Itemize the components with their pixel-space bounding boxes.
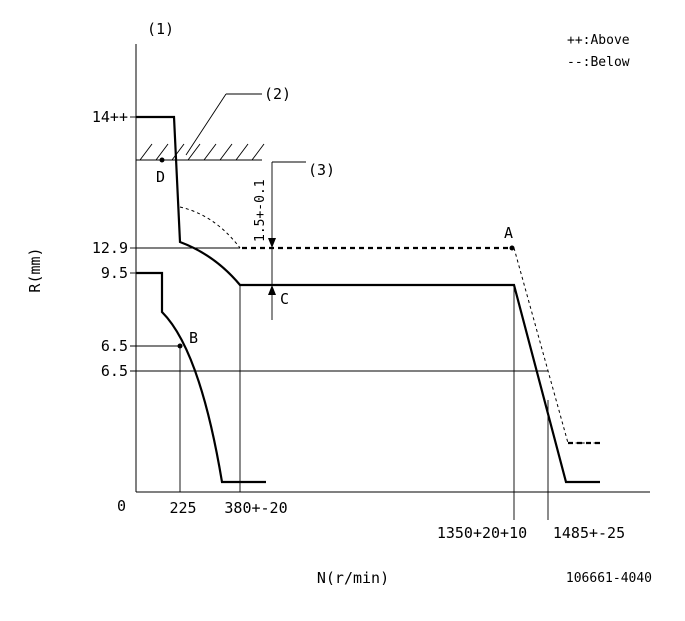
point-c-label: D — [156, 168, 165, 186]
y-tick-9-5: 9.5 — [101, 264, 128, 282]
callout-2-leader — [185, 93, 227, 156]
x-tick-380: 380+-20 — [224, 499, 287, 517]
y-tick-12-9: 12.9 — [92, 239, 128, 257]
point-a-label: A — [504, 224, 513, 242]
legend-above: ++:Above — [567, 33, 630, 48]
x-tick-1350: 1350+20+10 — [437, 524, 527, 542]
full-load-curve — [136, 115, 600, 484]
callout-3: (3) — [308, 161, 335, 179]
x-tick-1485: 1485+-25 — [553, 524, 625, 542]
legend-below: --:Below — [567, 55, 630, 70]
y-tick-14: 14++ — [92, 108, 128, 126]
y-tick-0: 0 — [117, 497, 126, 515]
axis-number-label: (1) — [147, 20, 174, 38]
stopper-hatching — [139, 143, 265, 161]
dashed-droop-curve — [513, 247, 600, 444]
y-tick-6-5-lower: 6.5 — [101, 362, 128, 380]
y-tick-6-5-upper: 6.5 — [101, 337, 128, 355]
point-c-marker — [159, 157, 165, 163]
point-b-label: B — [189, 329, 198, 347]
point-d-label: C — [280, 290, 289, 308]
dimension-value: 1.5+-0.1 — [253, 179, 268, 242]
idle-curve — [136, 271, 266, 484]
callout-2: (2) — [264, 85, 291, 103]
y-axis-label: R(mm) — [26, 247, 44, 292]
part-number: 106661-4040 — [566, 571, 652, 586]
dashed-transition-curve — [179, 206, 241, 249]
point-b-marker — [177, 343, 183, 349]
x-tick-225: 225 — [169, 499, 196, 517]
point-a-marker — [509, 245, 515, 251]
dimension-arrow-top — [268, 238, 276, 248]
dimension-arrow-bottom — [268, 285, 276, 295]
x-axis-label: N(r/min) — [317, 569, 389, 587]
